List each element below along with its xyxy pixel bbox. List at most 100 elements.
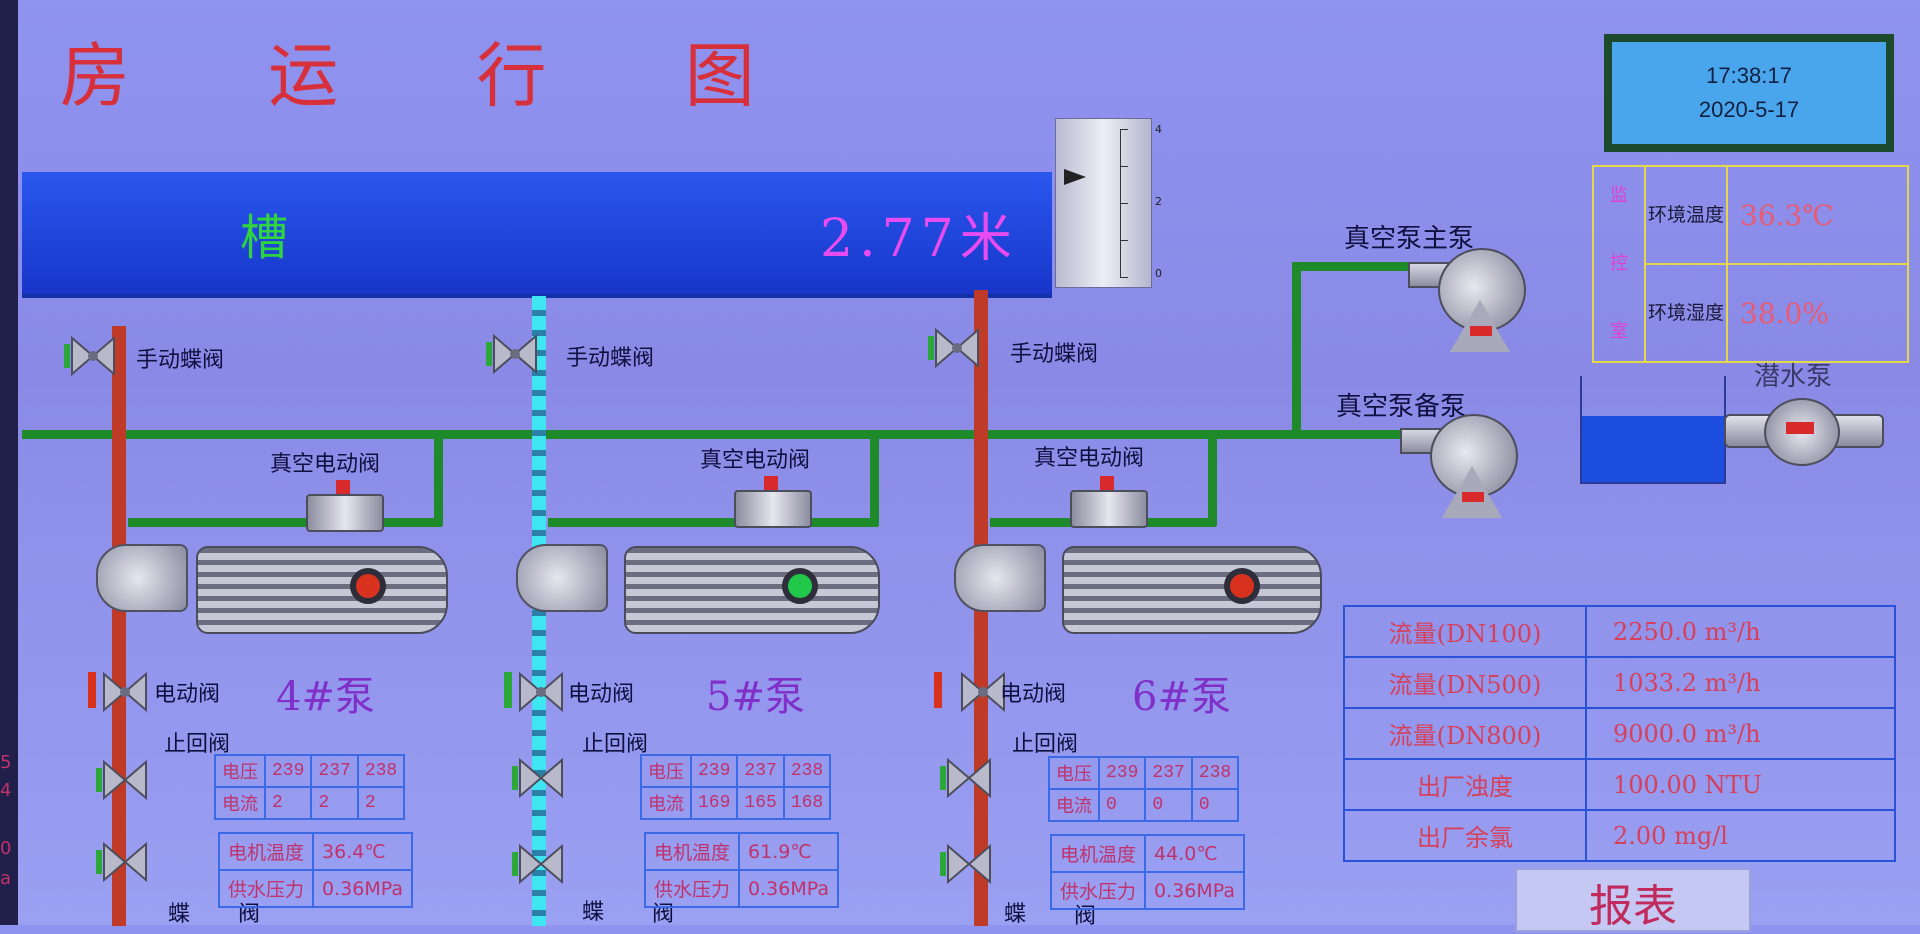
- pump5-name: 5#泵: [706, 674, 805, 720]
- environment-monitor: 监 控 室 环境温度 36.3℃ 环境湿度 38.0%: [1592, 165, 1909, 363]
- level-gauge: 4 2 0: [1055, 118, 1162, 288]
- pump5-current-a: 169: [689, 786, 739, 820]
- gauge-tick-2: 2: [1155, 195, 1162, 208]
- pump6-motor[interactable]: [1062, 546, 1322, 634]
- pump6-voltage-c: 238: [1190, 756, 1240, 790]
- pump5-electric-valve-label: 电动阀: [568, 682, 635, 707]
- pump6-manual-valve-label: 手动蝶阀: [1010, 342, 1099, 367]
- pump5-check-valve-label: 止回阀: [582, 732, 649, 757]
- pump5-voltage-label: 电压: [640, 754, 692, 788]
- pump5-voltage-a: 239: [689, 754, 739, 788]
- pump5-motor-temp-value: 61.9℃: [738, 832, 839, 871]
- pump4-check-valve-icon[interactable]: [96, 752, 154, 808]
- pump5-butterfly-label-a: 蝶: [582, 900, 605, 925]
- pump5-manual-valve-label: 手动蝶阀: [566, 346, 655, 371]
- pump5-butterfly-valve-icon[interactable]: [512, 836, 570, 892]
- pump4-vac-valve-icon[interactable]: [306, 480, 384, 532]
- pump5-vacuum-return-pipe: [548, 518, 878, 527]
- pump4-volute-icon: [96, 544, 188, 612]
- pump6-vac-valve-label: 真空电动阀: [1034, 446, 1145, 471]
- pump4-butterfly-label-a: 蝶: [168, 902, 191, 927]
- pump4-vacuum-return-pipe: [128, 518, 442, 527]
- vacuum-main-pipe: [22, 430, 1450, 439]
- flow-dn800-label: 流量(DN800): [1343, 707, 1587, 760]
- pump4-butterfly-label-b: 阀: [238, 902, 261, 927]
- pump4-manual-valve-icon[interactable]: [64, 328, 122, 384]
- pump6-electric-valve-label: 电动阀: [1000, 682, 1067, 707]
- pump4-voltage-c: 238: [356, 754, 406, 788]
- submersible-pump-icon[interactable]: [1724, 396, 1884, 482]
- pump4-electric-valve-indicator: [88, 672, 96, 708]
- pump4-electric-valve-label: 电动阀: [154, 682, 221, 707]
- submersible-label: 潜水泵: [1754, 362, 1833, 392]
- pump4-voltage-a: 239: [263, 754, 313, 788]
- table-row: 流量(DN500)1033.2 m³/h: [1343, 656, 1896, 709]
- env-temp-value: 36.3℃: [1726, 165, 1909, 265]
- pump5-voltage-c: 238: [782, 754, 832, 788]
- pump5-pressure-label: 供水压力: [643, 869, 741, 908]
- plant-output-table: 流量(DN100)2250.0 m³/h 流量(DN500)1033.2 m³/…: [1343, 605, 1896, 862]
- pump4-vac-valve-label: 真空电动阀: [270, 452, 381, 477]
- table-row: 流量(DN100)2250.0 m³/h: [1343, 605, 1896, 658]
- flow-dn100-label: 流量(DN100): [1343, 605, 1587, 658]
- clock-time: 17:38:17: [1706, 63, 1792, 88]
- pump6-pressure-label: 供水压力: [1049, 871, 1147, 910]
- report-button[interactable]: 报表: [1515, 868, 1751, 932]
- pump5-current-c: 168: [782, 786, 832, 820]
- pump4-voltage-b: 237: [310, 754, 359, 788]
- pump6-butterfly-valve-icon[interactable]: [940, 836, 998, 892]
- pump6-butterfly-label-a: 蝶: [1004, 902, 1027, 927]
- tank-level-value: 2.77米: [820, 209, 1018, 269]
- monitor-room-label: 监 控 室: [1592, 165, 1646, 363]
- table-row: 流量(DN800)9000.0 m³/h: [1343, 707, 1896, 760]
- pump5-status-indicator-icon: [782, 568, 818, 604]
- pump6-vac-valve-icon[interactable]: [1070, 476, 1148, 528]
- pump4-name: 4#泵: [276, 674, 375, 720]
- flow-dn500-label: 流量(DN500): [1343, 656, 1587, 709]
- pump6-voltage-label: 电压: [1048, 756, 1100, 790]
- pump4-motor[interactable]: [196, 546, 448, 634]
- pump6-pressure-value: 0.36MPa: [1144, 871, 1245, 910]
- pump6-current-b: 0: [1144, 788, 1193, 822]
- pump4-voltage-label: 电压: [214, 754, 266, 788]
- flow-dn800-value: 9000.0 m³/h: [1585, 707, 1896, 760]
- flow-dn100-value: 2250.0 m³/h: [1585, 605, 1896, 658]
- pump5-motor[interactable]: [624, 546, 880, 634]
- pump4-current-label: 电流: [214, 786, 266, 820]
- water-tank: [22, 172, 1052, 298]
- pump6-manual-valve-icon[interactable]: [928, 320, 986, 376]
- page-title: 房 运 行 图: [60, 35, 813, 117]
- pump6-vacuum-drop-pipe: [1208, 436, 1217, 526]
- pump4-manual-valve-label: 手动蝶阀: [136, 348, 225, 373]
- pump5-electric-valve-indicator: [504, 672, 512, 708]
- pump4-electric-valve-icon[interactable]: [96, 664, 154, 720]
- pump5-vac-valve-icon[interactable]: [734, 476, 812, 528]
- pump6-check-valve-icon[interactable]: [940, 750, 998, 806]
- vacuum-riser-pipe: [1292, 262, 1301, 438]
- pump5-electric-valve-icon[interactable]: [512, 664, 570, 720]
- pump4-pressure-label: 供水压力: [217, 869, 315, 908]
- clock-panel: 17:38:17 2020-5-17: [1604, 34, 1894, 152]
- pump4-motor-temp-value: 36.4℃: [312, 832, 413, 871]
- pump6-current-label: 电流: [1048, 788, 1100, 822]
- pump5-manual-valve-icon[interactable]: [486, 326, 544, 382]
- pump6-volute-icon: [954, 544, 1046, 612]
- pump5-check-valve-icon[interactable]: [512, 750, 570, 806]
- vacuum-main-branch: [1292, 262, 1412, 271]
- pump6-electric-valve-icon[interactable]: [954, 664, 1012, 720]
- vacuum-backup-pump-icon[interactable]: [1400, 414, 1520, 524]
- gauge-pointer-icon: [1064, 169, 1086, 185]
- sump-tank: [1580, 376, 1726, 484]
- pump4-butterfly-valve-icon[interactable]: [96, 834, 154, 890]
- gauge-tick-4: 4: [1155, 123, 1162, 136]
- vacuum-main-pump-icon[interactable]: [1408, 248, 1528, 358]
- screen-bezel: [0, 0, 18, 925]
- env-temp-label: 环境温度: [1644, 165, 1728, 265]
- pump4-pressure-value: 0.36MPa: [312, 869, 413, 908]
- pump4-current-c: 2: [356, 786, 406, 820]
